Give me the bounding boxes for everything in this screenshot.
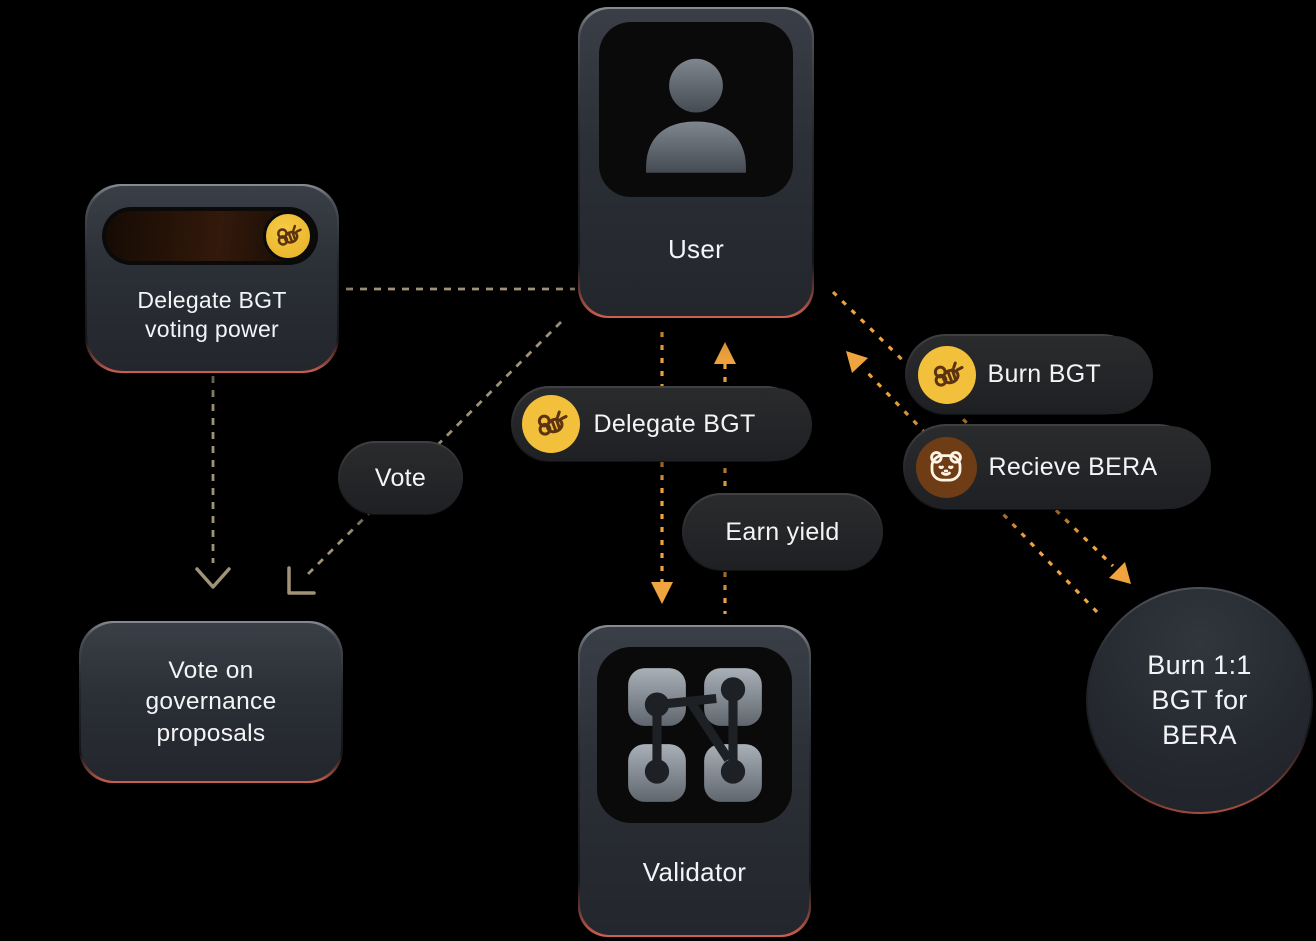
delegate-voting-card-label: Delegate BGT voting power xyxy=(137,287,287,343)
earn-yield-pill-label: Earn yield xyxy=(725,517,840,546)
arrow-triangle-up xyxy=(714,342,736,364)
validator-card: Validator xyxy=(578,625,811,937)
user-card: User xyxy=(578,7,814,318)
vote-pill: Vote xyxy=(338,441,463,515)
bgt-bee-icon xyxy=(263,211,313,261)
delegate-bgt-pill: Delegate BGT xyxy=(511,386,812,462)
arrow-triangle-down xyxy=(651,582,673,604)
burn-bgt-pill: Burn BGT xyxy=(905,334,1153,415)
bgt-bee-icon xyxy=(917,345,976,404)
delegate-bgt-pill-label: Delegate BGT xyxy=(593,409,756,438)
governance-card: Vote on governance proposals xyxy=(79,621,343,783)
earn-yield-pill: Earn yield xyxy=(682,493,883,571)
recieve-bera-pill: Recieve BERA xyxy=(903,424,1211,510)
arrow-triangle-down-right xyxy=(1109,562,1131,584)
governance-card-label: Vote on governance proposals xyxy=(145,656,277,747)
vote-pill-label: Vote xyxy=(374,463,427,492)
arrow-triangle-up-left xyxy=(846,351,868,373)
recieve-bera-pill-label: Recieve BERA xyxy=(988,452,1158,481)
arrow-corner-down-left xyxy=(287,566,316,595)
user-card-label: User xyxy=(667,234,725,264)
person-icon xyxy=(599,22,793,197)
delegate-voting-card: Delegate BGT voting power xyxy=(85,184,339,373)
burn-circle-node: Burn 1:1 BGT for BERA xyxy=(1086,587,1313,814)
bgt-toggle xyxy=(102,207,318,265)
burn-circle-label: Burn 1:1 BGT for BERA xyxy=(1147,649,1252,751)
edge-user-to-governance xyxy=(305,321,562,577)
bgt-bee-icon xyxy=(521,395,580,453)
validator-card-label: Validator xyxy=(642,857,747,887)
validator-network-icon xyxy=(597,647,792,823)
burn-bgt-pill-label: Burn BGT xyxy=(987,360,1102,388)
bera-bear-icon xyxy=(915,436,977,498)
arrow-chevron-down xyxy=(195,567,231,589)
